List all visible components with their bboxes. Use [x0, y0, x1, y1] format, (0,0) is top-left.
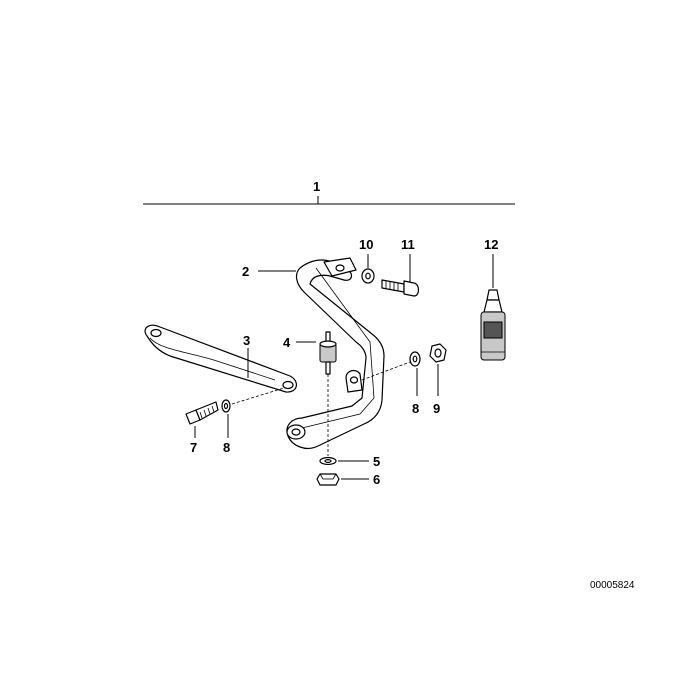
callout-5: 5: [373, 454, 380, 469]
part-7-bolt: [185, 401, 219, 425]
callout-11: 11: [401, 237, 415, 252]
document-number: 00005824: [590, 580, 635, 591]
callout-8-right: 8: [412, 401, 419, 416]
callout-10: 10: [359, 237, 373, 252]
callout-9: 9: [433, 401, 440, 416]
part-12-bottle: [480, 289, 506, 361]
part-10-washer: [361, 268, 375, 284]
part-8-washer-left: [221, 399, 231, 413]
leader-lines: [194, 254, 494, 480]
callout-4: 4: [283, 335, 291, 350]
part-11-screw: [381, 279, 420, 297]
callout-6: 6: [373, 472, 380, 487]
part-3-strap: [144, 324, 297, 393]
part-5-washer: [319, 456, 337, 466]
part-2-bracket: [286, 257, 385, 449]
callout-1: 1: [313, 179, 320, 194]
assembly-bracket-line: [143, 196, 515, 205]
part-4-rubber-mount: [319, 331, 337, 375]
callout-8-left: 8: [223, 440, 230, 455]
part-8-washer-right: [409, 351, 421, 367]
part-6-nut: [316, 473, 340, 486]
callout-3: 3: [243, 333, 250, 348]
part-9-nut: [429, 343, 447, 363]
callout-7: 7: [190, 440, 197, 455]
callout-12: 12: [484, 237, 498, 252]
callout-2: 2: [242, 264, 249, 279]
